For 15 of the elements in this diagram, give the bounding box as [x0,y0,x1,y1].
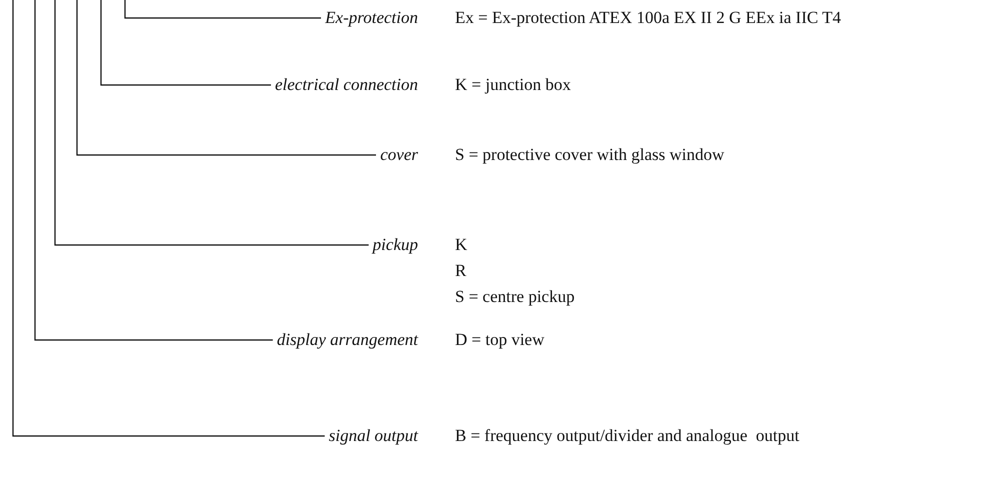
leader-line [54,0,369,246]
option-description: S = centre pickup [455,287,575,307]
option-description: Ex = Ex-protection ATEX 100a EX II 2 G EEx ia IIC T4 [455,8,842,28]
option-description: S = protective cover with glass window [455,145,724,165]
leader-line [124,0,322,19]
option-description: K [455,235,468,255]
option-description: R [455,261,466,281]
option-description: B = frequency output/divider and analogue output [455,426,800,446]
leader-line [12,0,325,437]
leader-line [76,0,376,156]
leader-line [34,0,273,341]
leader-line [100,0,271,86]
option-description: D = top view [455,330,544,350]
part-label: pickup [368,235,418,255]
option-description: K = junction box [455,75,571,95]
